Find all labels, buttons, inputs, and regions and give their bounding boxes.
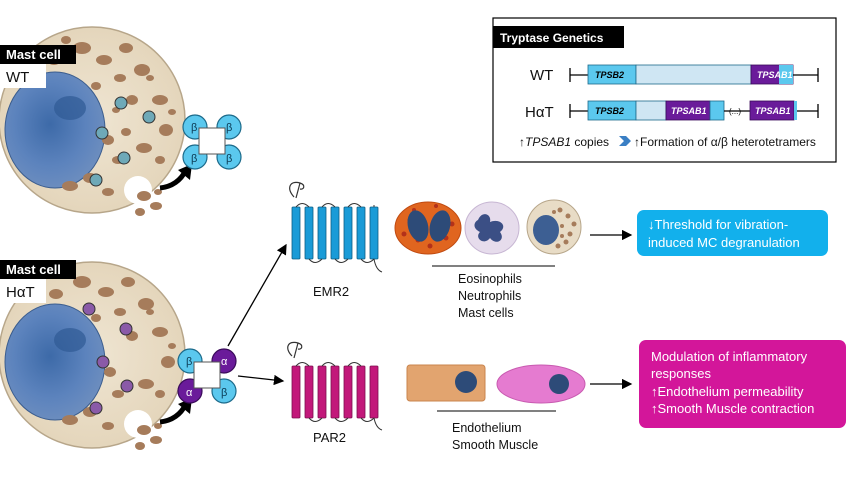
- released-granules-wt: [135, 189, 162, 216]
- genetics-wt-label: WT: [530, 67, 553, 84]
- par2-target-cells: Endothelium Smooth Muscle: [406, 364, 586, 452]
- copies-ellipsis: (...): [729, 107, 741, 116]
- emr2-receptor: EMR2: [289, 181, 383, 299]
- genotype-hat: HαT: [6, 284, 35, 301]
- cell-tag-wt: Mast cell WT: [0, 45, 76, 88]
- smooth-muscle-cell: [496, 364, 586, 404]
- released-granules-hat: [135, 423, 162, 450]
- emr2-cell-neutrophils: Neutrophils: [458, 289, 521, 303]
- par2-cell-smooth-muscle: Smooth Muscle: [452, 438, 538, 452]
- alpha-beta-tetramer: β α α β: [177, 348, 237, 404]
- genotype-wt: WT: [6, 69, 29, 86]
- hat-locus: (...) TPSB2 TPSAB1 TPSAB1: [569, 100, 819, 121]
- subunit-label: α: [186, 387, 193, 399]
- granules-hat: [49, 276, 176, 430]
- mast-cell-hat: [0, 261, 192, 450]
- eosinophil: [394, 201, 462, 255]
- beta-tetramer: β β β β: [182, 114, 242, 170]
- par2-effect-line: ↑Endothelium permeability: [651, 384, 804, 399]
- emr2-effect-line: ↓Threshold for vibration-: [648, 217, 788, 232]
- subunit-label: β: [226, 122, 232, 134]
- tpsab1-label: TPSAB1: [671, 106, 707, 116]
- arrow-to-emr2: [227, 243, 287, 347]
- granules-wt: [47, 36, 176, 196]
- emr2-label: EMR2: [313, 284, 349, 299]
- mast-cell-wt: [0, 26, 192, 216]
- mast-cell-small: [526, 199, 582, 255]
- subunit-label: β: [186, 356, 192, 368]
- tpsb2-label: TPSB2: [595, 70, 624, 80]
- subunit-label: β: [191, 122, 197, 134]
- arrow-to-par2: [237, 374, 285, 386]
- tpsab1-label: TPSAB1: [755, 106, 791, 116]
- tryptase-granules-wt: [89, 96, 156, 187]
- subunit-label: β: [221, 387, 227, 399]
- cell-tag-hat-label: Mast cell: [6, 262, 61, 277]
- par2-label: PAR2: [313, 430, 346, 445]
- cell-tag-wt-label: Mast cell: [6, 47, 61, 62]
- chevron-right-icon: [619, 136, 631, 146]
- tryptase-granules-hat: [82, 302, 134, 415]
- neutrophil: [464, 201, 520, 255]
- emr2-effect-box: ↓Threshold for vibration- induced MC deg…: [637, 210, 828, 256]
- genetics-caption: ↑TPSAB1 copies: [519, 135, 609, 149]
- par2-effect-line: ↑Smooth Muscle contraction: [651, 401, 814, 416]
- emr2-target-cells: Eosinophils Neutrophils Mast cells: [394, 199, 582, 320]
- par2-receptor: PAR2: [287, 341, 383, 445]
- genetics-title: Tryptase Genetics: [500, 31, 604, 45]
- subunit-label: β: [191, 153, 197, 165]
- tpsab1-label: TPSAB1: [757, 70, 793, 80]
- par2-cell-endothelium: Endothelium: [452, 421, 522, 435]
- wt-locus: TPSB2 TPSAB1: [569, 64, 819, 85]
- emr2-cell-eosinophils: Eosinophils: [458, 272, 522, 286]
- endothelial-cell: [406, 364, 486, 402]
- emr2-effect-line: induced MC degranulation: [648, 235, 800, 250]
- genetics-caption-result: ↑Formation of α/β heterotetramers: [634, 135, 816, 149]
- tpsb2-label: TPSB2: [595, 106, 624, 116]
- tryptase-genetics-panel: Tryptase Genetics WT TPSB2 TPSAB1 HαT (.…: [492, 17, 837, 163]
- emr2-cell-mast-cells: Mast cells: [458, 306, 514, 320]
- genetics-hat-label: HαT: [525, 104, 554, 121]
- subunit-label: β: [226, 153, 232, 165]
- par2-effect-line: responses: [651, 366, 711, 381]
- cell-tag-hat: Mast cell HαT: [0, 260, 76, 303]
- par2-effect-box: Modulation of inflammatory responses ↑En…: [639, 340, 846, 428]
- par2-effect-line: Modulation of inflammatory: [651, 349, 808, 364]
- subunit-label: α: [221, 356, 228, 368]
